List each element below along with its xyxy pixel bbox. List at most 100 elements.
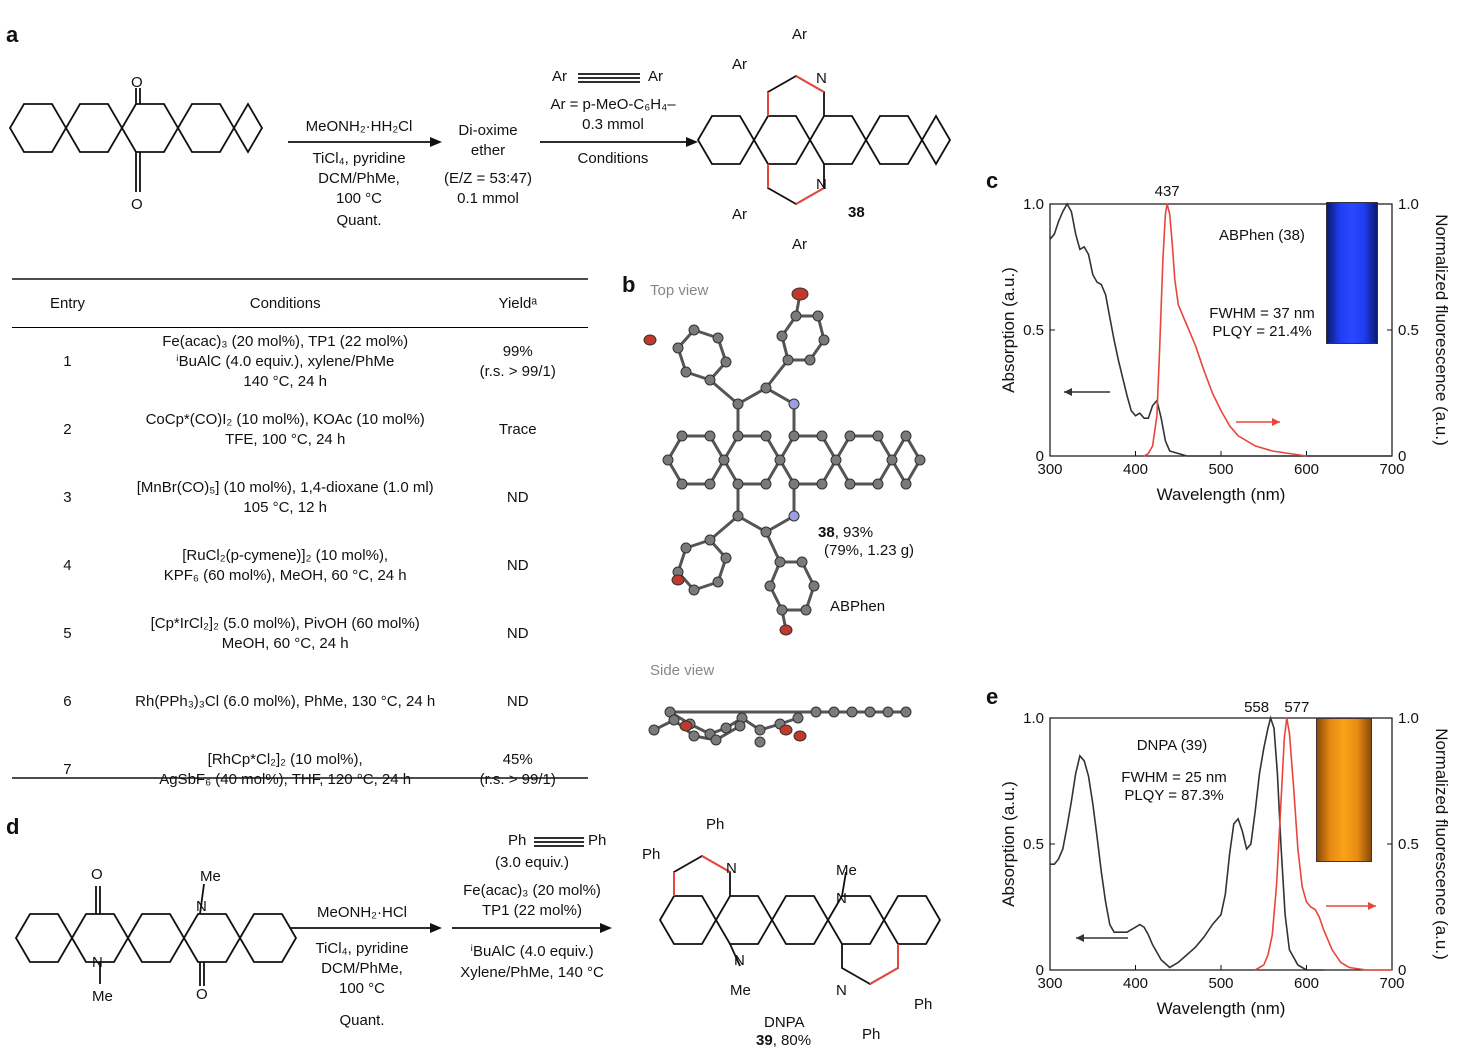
conditions-cell: [RhCp*Cl₂]₂ (10 mol%),AgSbF₆ (40 mol%), … [123, 736, 448, 804]
scheme-d-reagent-1: TiCl₄, pyridine [315, 940, 409, 957]
intermediate-3: (E/Z = 53:47) [444, 170, 532, 187]
table-row: 3[MnBr(CO)₅] (10 mol%), 1,4-dioxane (1.0… [12, 464, 588, 532]
panel-letter-b: b [622, 272, 636, 297]
panel-letter-d: d [6, 814, 20, 839]
cuvette-orange-image [1316, 718, 1372, 862]
product-39-yield: , 80% [772, 1032, 812, 1049]
intermediate-4: 0.1 mmol [457, 190, 519, 207]
x-tick-label: 600 [1294, 975, 1319, 992]
conditions-cell: [MnBr(CO)₅] (10 mol%), 1,4-dioxane (1.0 … [123, 464, 448, 532]
peak-label: 437 [1155, 183, 1180, 200]
product-39-ph-3: Ph [914, 996, 933, 1013]
d-atom-o-bottom: O [196, 986, 208, 1003]
absorption-axis-arrow-head [1064, 388, 1072, 396]
annotation-fwhm: FWHM = 37 nm [1209, 305, 1314, 322]
entry-cell: 4 [63, 557, 72, 574]
y-tick-label-left: 1.0 [1023, 196, 1044, 213]
yield-38-percent: , 93% [834, 524, 874, 541]
panel-letter-c: c [986, 168, 999, 193]
d-catalyst-4: Xylene/PhMe, 140 °C [460, 964, 604, 981]
ar-amount: 0.3 mmol [582, 116, 644, 133]
d-alkyne-ph-left: Ph [508, 832, 527, 849]
y-tick-label-right: 0.5 [1398, 836, 1419, 853]
alkyne-ar-left: Ar [552, 68, 567, 85]
yield-38-line2: (79%, 1.23 g) [824, 542, 915, 559]
quinacridone-structure [14, 837, 942, 986]
conditions-cell: [Cp*IrCl₂]₂ (5.0 mol%), PivOH (60 mol%)M… [123, 600, 448, 668]
condition-line: 140 °C, 24 h [243, 373, 327, 390]
y-tick-label-left: 0.5 [1023, 836, 1044, 853]
x-tick-label: 500 [1208, 975, 1233, 992]
product-39-n-4: N [836, 982, 847, 999]
conditions-cell: [RuCl₂(p-cymene)]₂ (10 mol%), KPF₆ (60 mo… [123, 532, 448, 600]
condition-line: KPF₆ (60 mol%), MeOH, 60 °C, 24 h [163, 567, 407, 584]
product-39-ph-1: Ph [642, 846, 661, 863]
y-axis-label-right: Normalized fluorescence (a.u.) [1432, 214, 1451, 445]
scheme-a-reagent-1: TiCl₄, pyridine [312, 150, 406, 167]
yield-line: ND [506, 557, 529, 574]
fluorescence-axis-arrow-head [1272, 418, 1280, 426]
yield-38-line1: 38, 93% [818, 524, 873, 541]
yield-cell: ND [447, 668, 588, 736]
y-tick-label-right: 1.0 [1398, 710, 1419, 727]
yield-cell: ND [447, 532, 588, 600]
fluorescence-line [1143, 203, 1307, 457]
entry-cell: 6 [63, 693, 72, 710]
ar-definition: Ar = p-MeO-C₆H₄– [550, 96, 676, 113]
header-entry: Entry [12, 279, 123, 328]
absorption-line [1050, 715, 1324, 971]
crystal-structure-top-view [643, 287, 926, 636]
absorption-axis-arrow-head [1076, 934, 1084, 942]
x-axis-label: Wavelength (nm) [1157, 999, 1286, 1018]
d-atom-n-left: N [92, 954, 103, 971]
condition-line: [RuCl₂(p-cymene)]₂ (10 mol%), [182, 547, 389, 564]
header-yield: Yieldᵃ [447, 279, 588, 328]
yield-line: (r.s. > 99/1) [479, 771, 556, 788]
product-39-me-1: Me [836, 862, 857, 879]
yield-line: ND [506, 489, 529, 506]
intermediate-1: Di-oxime [458, 122, 518, 139]
y-tick-label-right: 1.0 [1398, 196, 1419, 213]
condition-line: AgSbF₆ (40 mol%), THF, 120 °C, 24 h [159, 771, 412, 788]
dnpa-yield: 39, 80% [756, 1032, 811, 1049]
y-tick-label-left: 0.5 [1023, 322, 1044, 339]
crystal-structure-side-view [648, 706, 912, 748]
product-39-n-2: N [836, 890, 847, 907]
x-tick-label: 400 [1123, 461, 1148, 478]
y-tick-label-right: 0 [1398, 962, 1406, 979]
product-38-ar-3: Ar [732, 206, 747, 223]
scheme-d-reagent-top: MeONH₂·HCl [317, 904, 407, 921]
product-38-n-1: N [816, 70, 827, 87]
d-alkyne-ph-right: Ph [588, 832, 607, 849]
fluorescence-line [1254, 717, 1392, 971]
y-tick-label-right: 0.5 [1398, 322, 1419, 339]
d-atom-o-top: O [91, 866, 103, 883]
entry-cell: 1 [63, 353, 72, 370]
product-38-n-2: N [816, 176, 827, 193]
table-row: 7[RhCp*Cl₂]₂ (10 mol%),AgSbF₆ (40 mol%),… [12, 736, 588, 804]
abphen-label: ABPhen [830, 598, 886, 615]
x-axis-label: Wavelength (nm) [1157, 485, 1286, 504]
condition-line: [Cp*IrCl₂]₂ (5.0 mol%), PivOH (60 mol%) [150, 615, 420, 632]
y-tick-label-left: 1.0 [1023, 710, 1044, 727]
dnpa-name: DNPA [764, 1014, 805, 1031]
condition-line: Rh(PPh₃)₃Cl (6.0 mol%), PhMe, 130 °C, 24… [135, 693, 436, 710]
fluorescence-axis-arrow-head [1368, 902, 1376, 910]
yield-line: ND [506, 625, 529, 642]
d-catalyst-2: TP1 (22 mol%) [481, 902, 583, 919]
table-row: 6 Rh(PPh₃)₃Cl (6.0 mol%), PhMe, 130 °C, 2… [12, 668, 588, 736]
x-tick-label: 700 [1379, 461, 1404, 478]
y-axis-label-left: Absorption (a.u.) [999, 781, 1018, 907]
yield-cell: 99%(r.s. > 99/1) [447, 328, 588, 397]
atom-o-top: O [131, 74, 143, 91]
scheme-a-reagent-4: Quant. [336, 212, 382, 229]
condition-line: ⁱBuAlC (4.0 equiv.), xylene/PhMe [176, 353, 395, 370]
annotation-name: ABPhen (38) [1219, 227, 1305, 244]
product-39-ph-2: Ph [706, 816, 725, 833]
table-row: 5[Cp*IrCl₂]₂ (5.0 mol%), PivOH (60 mol%)… [12, 600, 588, 668]
condition-line: [MnBr(CO)₅] (10 mol%), 1,4-dioxane (1.0 … [136, 479, 434, 496]
conditions-cell: Rh(PPh₃)₃Cl (6.0 mol%), PhMe, 130 °C, 24… [123, 668, 448, 736]
entry-cell: 2 [63, 421, 72, 438]
